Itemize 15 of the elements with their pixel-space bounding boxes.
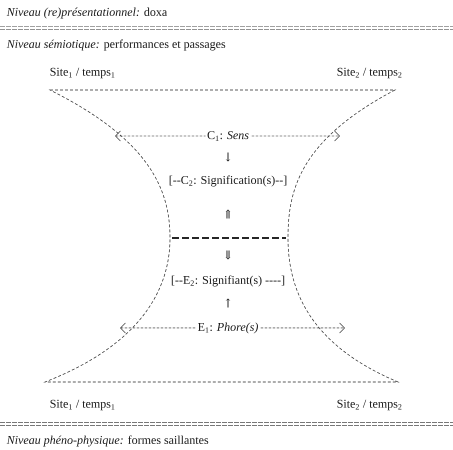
arrow-symbol: ⇑: [226, 210, 230, 218]
site-label: Site$_{1}$ / temps$_{1}$: [50, 400, 114, 410]
term-label: [--E$_{2}$: Signifiant(s) ----]: [169, 274, 287, 288]
level-heading: Niveau (re)présentationnel: doxa: [6, 8, 168, 18]
arrow-symbol: ⇓: [226, 250, 230, 260]
term-label: E$_{1}$: Phore(s): [196, 321, 260, 335]
site-label: Site$_{2}$ / temps$_{2}$: [338, 400, 402, 410]
arrow-symbol: ↑: [226, 298, 230, 308]
arrow-symbol: ↓: [226, 152, 230, 162]
site-label: Site$_{1}$ / temps$_{1}$: [50, 68, 114, 78]
level-heading: Niveau phéno-physique: formes saillantes: [6, 435, 208, 446]
term-label: C$_{1}$: Sens: [206, 130, 250, 142]
level-heading: Niveau sémiotique: performances et passages: [6, 39, 226, 50]
site-label: Site$_{2}$ / temps$_{2}$: [338, 68, 402, 78]
term-label: [--C$_{2}$: Signification(s)--]: [167, 174, 289, 188]
